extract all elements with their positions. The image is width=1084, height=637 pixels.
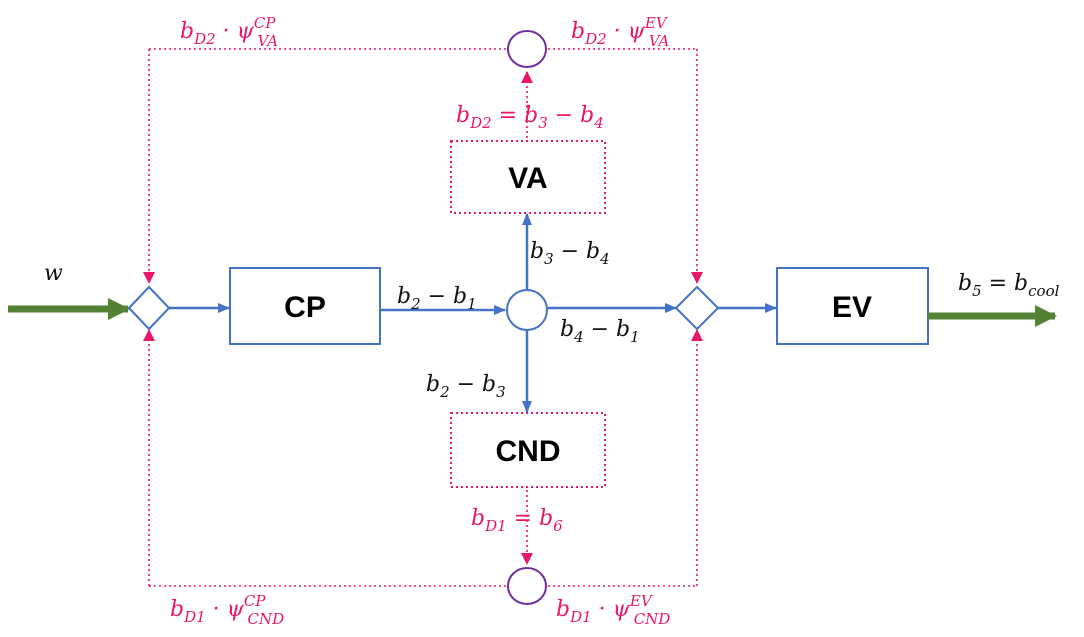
va-box <box>450 140 606 214</box>
cp-label: CP <box>284 291 326 324</box>
ev-mixer-diamond <box>674 285 720 331</box>
label-b2-b1: b2 − b1 <box>397 284 477 313</box>
label-bD1-eq: bD1 = b6 <box>471 506 563 535</box>
ev-box <box>776 267 929 345</box>
label-bD2-eq: bD2 = b3 − b4 <box>456 103 604 132</box>
cp-box <box>229 267 381 345</box>
label-w: w <box>44 261 63 286</box>
label-b5-bcool: b5 = bcool <box>958 271 1060 300</box>
ev-label: EV <box>832 291 872 324</box>
bottom-split-circle <box>507 567 547 605</box>
label-b4-b1: b4 − b1 <box>560 317 640 346</box>
split-junction-circle <box>506 289 548 331</box>
label-b3-b4: b3 − b4 <box>530 239 610 268</box>
svg-text:bD1 = b6: bD1 = b6 <box>471 506 563 535</box>
blue-flow-lines <box>169 213 777 413</box>
cnd-label: CND <box>496 435 561 468</box>
label-b2-b3: b2 − b3 <box>426 372 506 401</box>
pink-dotted-lines <box>143 48 703 587</box>
inlet-mixer-diamond <box>127 285 171 331</box>
svg-text:bD2 = b3 − b4: bD2 = b3 − b4 <box>456 103 604 132</box>
va-label: VA <box>508 162 547 195</box>
svg-text:b5 = bcool: b5 = bcool <box>958 271 1060 300</box>
svg-text:b2 − b1: b2 − b1 <box>397 284 477 313</box>
svg-text:b4 − b1: b4 − b1 <box>560 317 640 346</box>
cnd-box <box>450 412 606 488</box>
top-split-circle <box>507 30 547 68</box>
svg-text:b2 − b3: b2 − b3 <box>426 372 506 401</box>
svg-text:b3 − b4: b3 − b4 <box>530 239 610 268</box>
